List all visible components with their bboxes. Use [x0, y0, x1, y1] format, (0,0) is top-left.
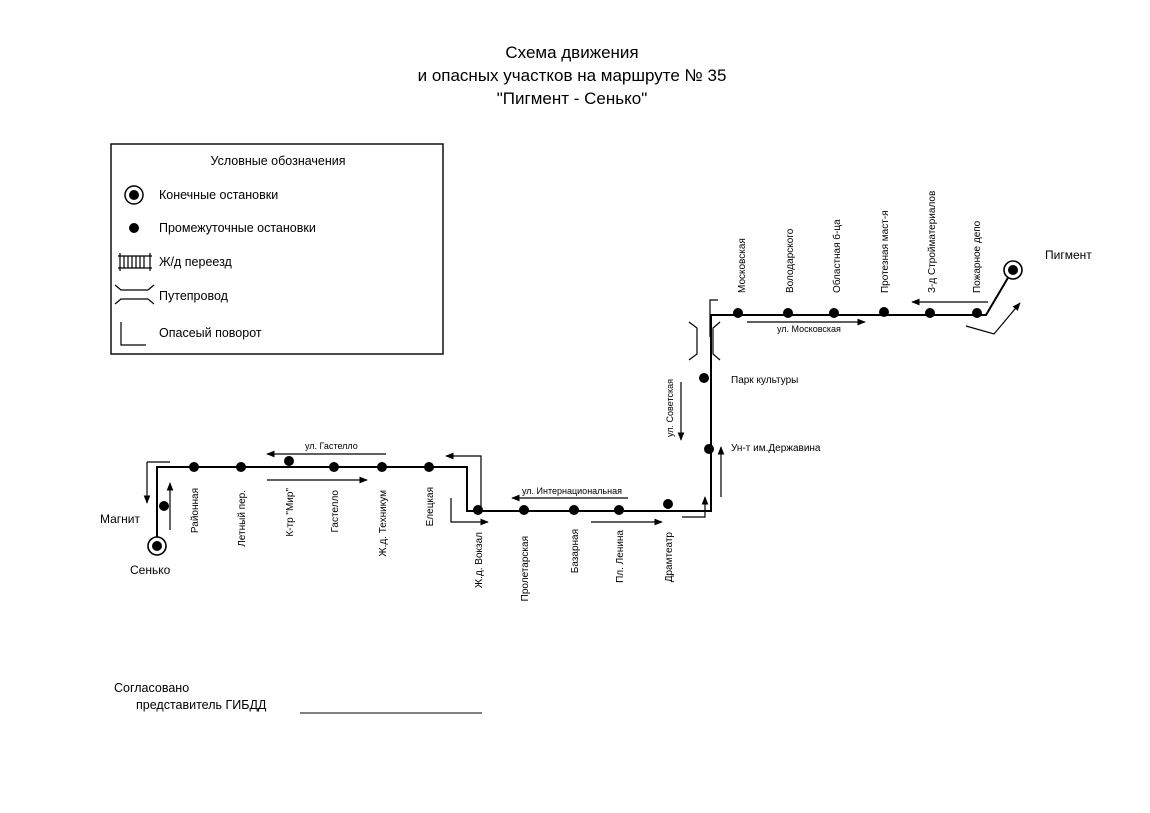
- legend-frame: [110, 143, 444, 355]
- title-line-1: Схема движения: [505, 43, 638, 62]
- stop-label-eletskaya: Елецкая: [425, 487, 436, 526]
- route-line: [156, 270, 1013, 546]
- title-line-3: "Пигмент - Сенько": [497, 89, 647, 108]
- stop-label-park: Парк культуры: [731, 375, 798, 386]
- stop-label-tekhnikum: Ж.д. Техникум: [378, 490, 389, 557]
- direction-arrows: [143, 298, 1021, 530]
- stop-dot-protez: [879, 307, 889, 317]
- terminal-stop-senko: [147, 536, 167, 556]
- stop-labels-lower: Районная Летный пер. К-тр "Мир" Гастелло…: [190, 487, 675, 601]
- street-label-moskovskaya: ул. Московская: [777, 324, 841, 334]
- stop-label-letny: Летный пер.: [237, 490, 248, 547]
- legend: Условные обозначения Конечные остановки …: [110, 143, 444, 355]
- stop-label-depo: Пожарное депо: [972, 220, 983, 293]
- approval-block: Согласовано представитель ГИБДД: [114, 681, 482, 714]
- stop-label-gastello: Гастелло: [330, 490, 341, 533]
- legend-heading: Условные обозначения: [210, 154, 345, 168]
- stop-label-bazarnaya: Базарная: [570, 529, 581, 573]
- diagram-title: Схема движения и опасных участков на мар…: [418, 43, 727, 108]
- stop-dot-bazarnaya: [569, 505, 579, 515]
- stop-dot-depo: [972, 308, 982, 318]
- stop-dot-proletarskaya: [519, 505, 529, 515]
- stop-dot-raionnaya: [189, 462, 199, 472]
- intermediate-stops: [159, 307, 982, 515]
- legend-turn-label: Опасеый поворот: [159, 326, 262, 340]
- arrow-eletskaya-turn: [445, 452, 482, 512]
- stop-dot-bolnitsa: [829, 308, 839, 318]
- legend-rail-label: Ж/д переезд: [159, 255, 233, 269]
- arrow-dramteatr-turn: [682, 496, 709, 518]
- stop-dot-lenina: [614, 505, 624, 515]
- terminal-stop-icon: [124, 185, 144, 205]
- stop-label-lenina: Пл. Ленина: [615, 530, 626, 583]
- street-label-internatsionalnaya: ул. Интернациональная: [522, 486, 622, 496]
- stop-dot-magnit: [159, 501, 169, 511]
- stop-label-bolnitsa: Областная б-ца: [831, 219, 843, 293]
- stop-dot-stroi: [925, 308, 935, 318]
- rail-crossing-icon: [118, 253, 152, 271]
- stop-dot-gastello: [329, 462, 339, 472]
- stop-dot-vokzal: [473, 505, 483, 515]
- stop-label-stroi: З-д Стройматериалов: [927, 191, 938, 293]
- stop-dot-mir: [284, 456, 294, 466]
- legend-intermediate-label: Промежуточные остановки: [159, 221, 316, 235]
- street-label-gastello: ул. Гастелло: [305, 441, 358, 451]
- stop-dot-letny: [236, 462, 246, 472]
- terminal-label-senko: Сенько: [130, 563, 171, 577]
- arrow-vokzal-turn: [450, 498, 489, 526]
- street-label-sovetskaya: ул. Советская: [665, 379, 675, 437]
- stop-dot-tekhnikum: [377, 462, 387, 472]
- terminal-label-magnit: Магнит: [100, 512, 141, 526]
- stop-label-derzhavina: Ун-т им.Державина: [731, 443, 821, 454]
- stop-label-dramteatr: Драмтеатр: [664, 532, 675, 583]
- intermediate-stop-icon: [129, 223, 139, 233]
- dangerous-turn-moskovskaya: [709, 299, 718, 337]
- stop-label-mir: К-тр "Мир": [285, 488, 296, 537]
- stop-label-protez: Протезная маст-я: [880, 210, 891, 293]
- stop-dot-moskovskaya: [733, 308, 743, 318]
- stop-label-moskovskaya: Московская: [737, 238, 748, 293]
- arrow-pigment-turn: [965, 302, 1021, 335]
- terminal-label-pigment: Пигмент: [1045, 248, 1092, 262]
- overpass-symbol: [688, 321, 721, 361]
- stop-dot-derzhavina: [704, 444, 714, 454]
- legend-overpass-label: Путепровод: [159, 289, 229, 303]
- stop-dot-dramteatr: [663, 499, 673, 509]
- stop-labels-upper: Московская Володарского Областная б-ца П…: [737, 191, 983, 293]
- dangerous-turn-icon: [120, 322, 146, 346]
- stop-dot-park: [699, 373, 709, 383]
- stop-label-raionnaya: Районная: [190, 488, 201, 533]
- stop-label-vokzal: Ж.д. Вокзал: [474, 532, 485, 588]
- overpass-icon: [114, 284, 155, 305]
- terminal-stop-pigment: [1003, 260, 1023, 280]
- stop-label-proletarskaya: Пролетарская: [520, 536, 531, 601]
- approval-line-2: представитель ГИБДД: [136, 698, 267, 712]
- stop-dot-volodarskogo: [783, 308, 793, 318]
- stop-label-volodarskogo: Володарского: [785, 228, 796, 293]
- title-line-2: и опасных участков на маршруте № 35: [418, 66, 727, 85]
- stop-dot-eletskaya: [424, 462, 434, 472]
- legend-terminal-label: Конечные остановки: [159, 188, 278, 202]
- approval-line-1: Согласовано: [114, 681, 189, 695]
